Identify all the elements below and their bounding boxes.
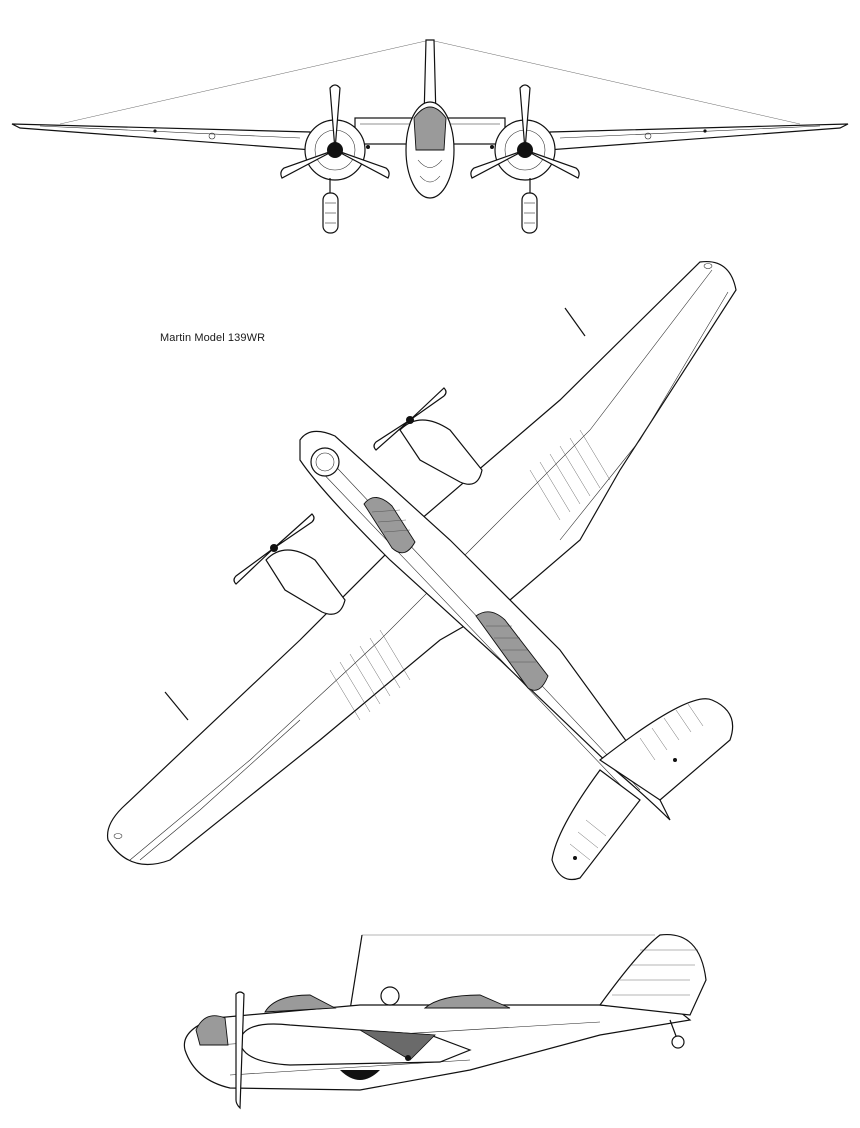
plan-stabilizer-left — [551, 769, 641, 881]
plan-canopy-front — [363, 497, 416, 554]
side-canopy-rear — [423, 994, 511, 1009]
plan-canopy-rear — [475, 611, 549, 691]
plan-nacelle-right — [399, 419, 483, 485]
side-exhaust — [359, 1029, 436, 1061]
side-view — [183, 933, 707, 1110]
antenna-wire-right — [429, 39, 801, 125]
front-canopy — [413, 106, 447, 151]
plan-propeller-left — [233, 513, 315, 585]
front-view — [11, 39, 849, 234]
plan-flap-hatching — [329, 429, 611, 721]
plan-pitot-left — [164, 691, 189, 721]
plan-propeller-right — [373, 387, 447, 451]
side-antenna-mast — [349, 934, 363, 1011]
side-propeller — [235, 991, 245, 1110]
side-tail-wheel — [671, 1035, 685, 1049]
plan-nacelle-left — [265, 549, 346, 615]
side-canopy-front — [264, 994, 337, 1013]
plan-pitot-right — [564, 307, 586, 337]
plan-view — [106, 260, 737, 881]
aircraft-caption: Martin Model 139WR — [160, 332, 266, 344]
side-main-wheel — [340, 1070, 380, 1080]
side-dorsal-ring — [380, 986, 400, 1006]
front-wing-right — [547, 123, 849, 151]
plan-nose-turret — [310, 447, 340, 477]
front-propeller-left — [280, 84, 390, 179]
front-wing-left — [11, 123, 313, 151]
front-gear-right — [521, 178, 538, 234]
antenna-wire-left — [59, 39, 431, 125]
front-gear-left — [322, 178, 339, 234]
side-tail-fin — [598, 933, 707, 1016]
plan-stabilizer-right — [598, 698, 734, 801]
side-nose-glazing — [195, 1015, 229, 1046]
front-propeller-right — [470, 84, 580, 179]
